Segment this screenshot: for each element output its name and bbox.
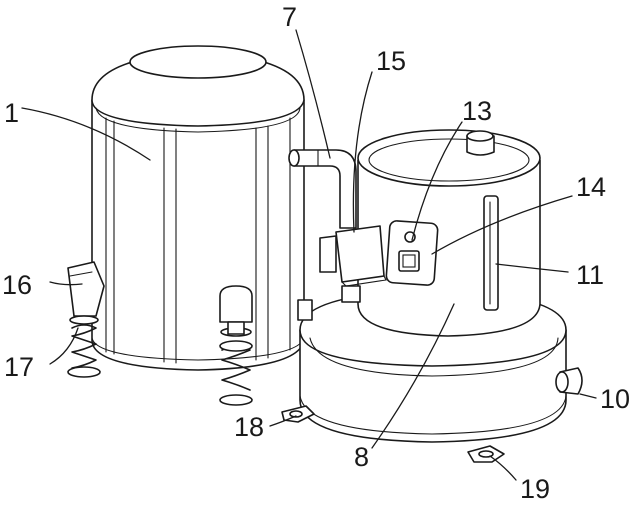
large-tank (91, 45, 305, 371)
label-19: 19 (520, 474, 550, 504)
tank-outlet (297, 285, 361, 321)
connecting-pipe (288, 149, 357, 229)
upper-cylinder (357, 129, 541, 337)
label-17: 17 (4, 352, 34, 382)
label-18: 18 (234, 412, 264, 442)
sight-window (483, 195, 499, 311)
label-15: 15 (376, 46, 406, 76)
control-panel (385, 220, 439, 286)
label-11: 11 (576, 260, 604, 290)
side-box (319, 225, 387, 287)
label-1: 1 (4, 98, 19, 128)
leader-lines (21, 29, 597, 481)
label-10: 10 (600, 384, 630, 414)
label-7: 7 (282, 2, 297, 32)
label-16: 16 (2, 270, 32, 300)
label-8: 8 (354, 442, 369, 472)
mounting-lug-19 (467, 445, 505, 463)
leveling-foot-right (219, 285, 253, 406)
leveling-foot-left (67, 261, 105, 378)
callout-labels: 1 7 15 13 14 11 16 17 10 18 8 19 (2, 2, 630, 504)
side-fitting (555, 367, 583, 395)
label-13: 13 (462, 96, 492, 126)
label-14: 14 (576, 172, 606, 202)
